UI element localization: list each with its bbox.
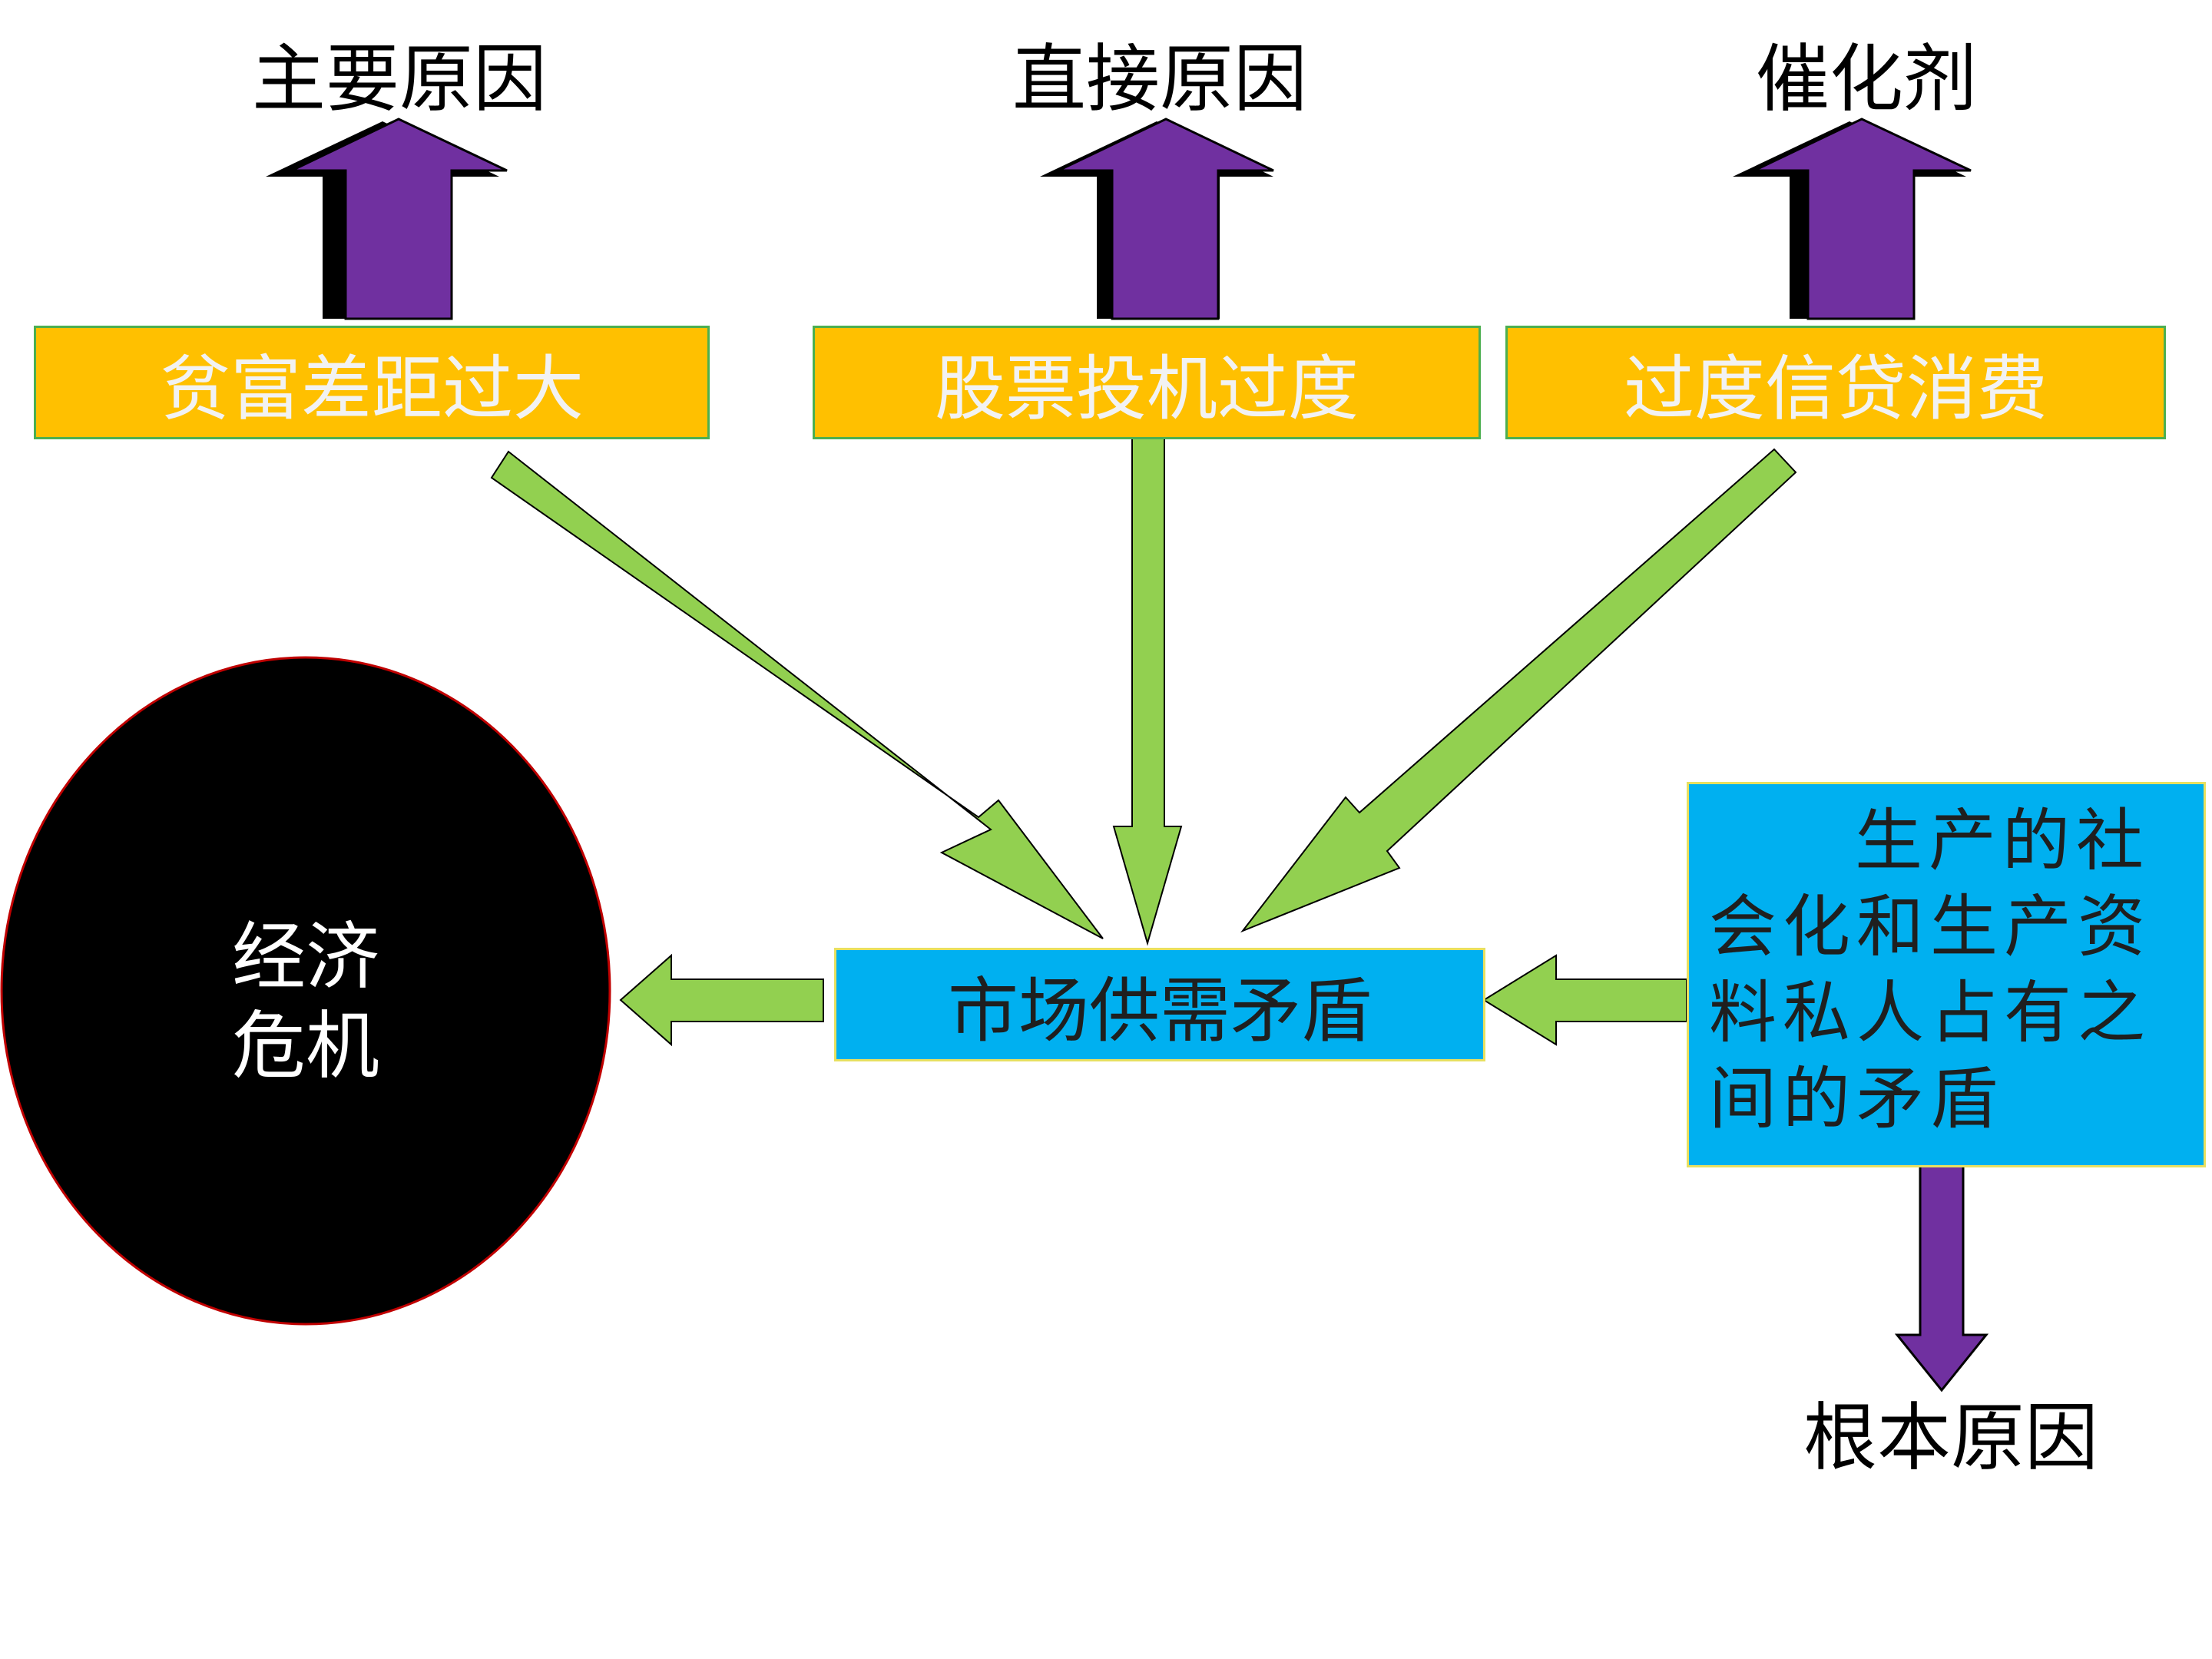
label-direct-cause: 直接原因 (1012, 36, 1307, 122)
root-line-1: 生产的社 (1855, 801, 2151, 880)
box-credit-consumption: 过度信贷消费 (1505, 326, 2166, 439)
root-line-3: 料私人占有之 (1709, 973, 2152, 1052)
box-stock-speculation: 股票投机过度 (813, 326, 1481, 439)
arrow-root-to-market (1482, 954, 1687, 1046)
root-line-2: 会化和生产资 (1709, 887, 2152, 966)
label-main-cause: 主要原因 (252, 36, 547, 122)
down-arrow-root-cause (1894, 1164, 1989, 1392)
arrow-stock-to-market (1112, 433, 1183, 946)
crisis-line-2: 危机 (232, 1003, 379, 1089)
box-market-contradiction: 市场供需矛盾 (834, 948, 1485, 1061)
label-catalyst: 催化剂 (1756, 36, 1977, 122)
crisis-line-1: 经济 (232, 914, 379, 1000)
up-arrow-catalyst (1733, 118, 1972, 320)
root-line-4: 间的矛盾 (1709, 1059, 2005, 1138)
arrow-wealth-to-market (490, 450, 1104, 939)
up-arrow-direct-cause (1040, 118, 1274, 320)
label-root-cause: 根本原因 (1803, 1395, 2098, 1481)
box-root-contradiction: 生产的社 会化和生产资 料私人占有之 间的矛盾 (1687, 782, 2206, 1167)
arrow-market-to-crisis (619, 953, 824, 1047)
box-wealth-gap: 贫富差距过大 (34, 326, 710, 439)
crisis-text: 经济 危机 (152, 912, 459, 1091)
arrow-credit-to-market (1240, 448, 1797, 933)
up-arrow-main-cause (266, 118, 508, 320)
crisis-circle (0, 656, 611, 1326)
